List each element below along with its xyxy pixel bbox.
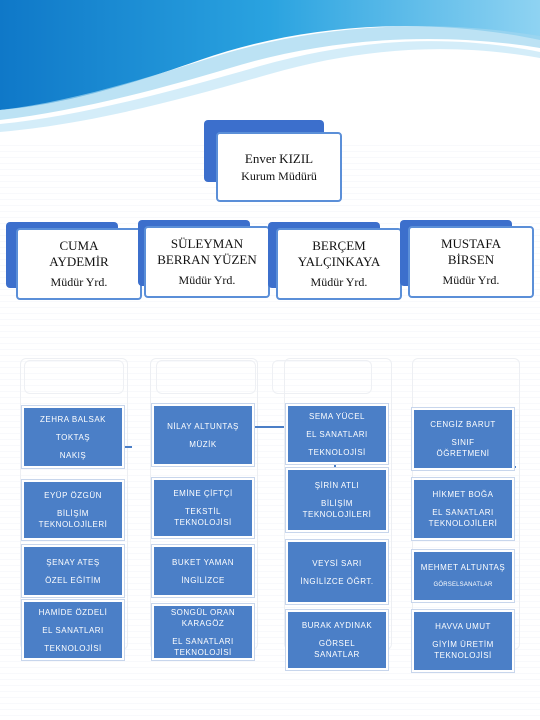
teacher-box: HAVVA UMUT GİYİM ÜRETİM TEKNOLOJİSİ [412, 610, 514, 672]
teacher-name: SONGÜL ORAN [170, 607, 236, 617]
teacher-box: ZEHRA BALSAK TOKTAŞ NAKIŞ [22, 406, 124, 468]
deputy-role: Müdür Yrd. [310, 275, 368, 289]
deputy-role: Müdür Yrd. [50, 275, 108, 289]
teacher-box: CENGİZ BARUT SINIF ÖĞRETMENİ [412, 408, 514, 470]
teacher-field: ÖĞRETMENİ [436, 449, 490, 458]
connector-line [118, 446, 132, 448]
director-role: Kurum Müdürü [241, 169, 317, 183]
teacher-field: TEKNOLOJİLERİ [38, 520, 108, 529]
teacher-field: TEKSTİL [185, 507, 221, 516]
teacher-field: TEKNOLOJİLERİ [302, 510, 372, 519]
teacher-field: TEKNOLOJİSİ [174, 647, 232, 657]
teacher-box: SEMA YÜCEL EL SANATLARI TEKNOLOJİSİ [286, 404, 388, 464]
director-name: Enver KIZIL [244, 151, 314, 166]
deputy-name: BERRAN YÜZEN [157, 252, 257, 267]
deputy-name: AYDEMİR [49, 254, 109, 269]
teacher-name: BURAK AYDINAK [301, 621, 373, 630]
teacher-name: VEYSİ SARI [312, 558, 362, 568]
deputy-box: MUSTAFA BİRSEN Müdür Yrd. [408, 226, 534, 298]
deputy-name: CUMA [59, 238, 99, 253]
teacher-box: ŞENAY ATEŞ ÖZEL EĞİTİM [22, 545, 124, 597]
teacher-field: EL SANATLARI [306, 429, 368, 439]
background-ghost-shape [24, 360, 124, 394]
teacher-field: NAKIŞ [59, 450, 87, 460]
teacher-field: TOKTAŞ [55, 432, 91, 442]
teacher-name: HAVVA UMUT [435, 622, 491, 631]
teacher-field: GÖRSEL [318, 639, 356, 648]
teacher-field: BİLİŞİM [57, 509, 89, 518]
director-box: Enver KIZIL Kurum Müdürü [216, 132, 342, 202]
teacher-field: İNGİLİZCE [181, 575, 225, 585]
teacher-field: ÖZEL EĞİTİM [45, 575, 101, 585]
teacher-box: HAMİDE ÖZDELİ EL SANATLARI TEKNOLOJİSİ [22, 600, 124, 660]
teacher-name: NİLAY ALTUNTAŞ [167, 421, 239, 431]
teacher-name: SEMA YÜCEL [309, 411, 365, 421]
teacher-name: HAMİDE ÖZDELİ [38, 607, 108, 617]
deputy-box: BERÇEM YALÇINKAYA Müdür Yrd. [276, 228, 402, 300]
teacher-box: SONGÜL ORAN KARAGÖZ EL SANATLARI TEKNOLO… [152, 604, 254, 660]
teacher-box: NİLAY ALTUNTAŞ MÜZİK [152, 404, 254, 466]
teacher-field: İNGİLİZCE ÖĞRT. [300, 576, 374, 586]
deputy-name: BİRSEN [447, 252, 495, 267]
teacher-field: TEKNOLOJİSİ [44, 643, 102, 653]
teacher-box: MEHMET ALTUNTAŞ GÖRSELSANATLAR [412, 550, 514, 602]
deputy-name: SÜLEYMAN [170, 236, 244, 251]
deputy-box: CUMA AYDEMİR Müdür Yrd. [16, 228, 142, 300]
connector-line [248, 426, 284, 428]
teacher-field: SINIF [451, 438, 475, 447]
teacher-field: EL SANATLARI [432, 508, 494, 517]
teacher-field: TEKNOLOJİLERİ [428, 519, 498, 528]
teacher-box: EYÜP ÖZGÜN BİLİŞİM TEKNOLOJİLERİ [22, 480, 124, 540]
teacher-field: TEKNOLOJİSİ [174, 518, 232, 527]
teacher-name: ZEHRA BALSAK [39, 414, 107, 424]
teacher-field: MÜZİK [189, 439, 217, 449]
teacher-field: GÖRSELSANATLAR [433, 581, 493, 588]
background-ghost-shape [272, 360, 372, 394]
teacher-name: HİKMET BOĞA [432, 490, 494, 499]
teacher-name: BUKET YAMAN [172, 557, 234, 567]
teacher-field: TEKNOLOJİSİ [308, 447, 366, 457]
teacher-box: HİKMET BOĞA EL SANATLARI TEKNOLOJİLERİ [412, 478, 514, 540]
teacher-name: EMİNE ÇİFTÇİ [173, 489, 233, 498]
teacher-box: ŞİRİN ATLI BİLİŞİM TEKNOLOJİLERİ [286, 468, 388, 532]
teacher-field: GİYİM ÜRETİM [432, 640, 494, 649]
connector-line [334, 460, 336, 468]
teacher-name: KARAGÖZ [181, 618, 225, 628]
teacher-box: BUKET YAMAN İNGİLİZCE [152, 545, 254, 597]
teacher-box: EMİNE ÇİFTÇİ TEKSTİL TEKNOLOJİSİ [152, 478, 254, 538]
header-wave-decoration [0, 0, 540, 133]
teacher-box: VEYSİ SARI İNGİLİZCE ÖĞRT. [286, 540, 388, 604]
teacher-name: MEHMET ALTUNTAŞ [420, 562, 506, 572]
teacher-name: EYÜP ÖZGÜN [44, 491, 102, 500]
teacher-field: EL SANATLARI [42, 625, 104, 635]
deputy-box: SÜLEYMAN BERRAN YÜZEN Müdür Yrd. [144, 226, 270, 298]
deputy-name: BERÇEM [312, 238, 366, 253]
teacher-field: TEKNOLOJİSİ [434, 651, 492, 660]
teacher-name: CENGİZ BARUT [430, 420, 496, 429]
deputy-role: Müdür Yrd. [442, 273, 500, 287]
deputy-name: MUSTAFA [440, 236, 502, 251]
deputy-role: Müdür Yrd. [178, 273, 236, 287]
teacher-name: ŞENAY ATEŞ [46, 557, 100, 567]
background-ghost-shape [156, 360, 256, 394]
teacher-field: BİLİŞİM [321, 499, 353, 508]
deputy-name: YALÇINKAYA [297, 254, 381, 269]
teacher-field: SANATLAR [314, 650, 360, 659]
teacher-field: EL SANATLARI [172, 636, 234, 646]
teacher-name: ŞİRİN ATLI [314, 481, 360, 490]
teacher-box: BURAK AYDINAK GÖRSEL SANATLAR [286, 610, 388, 670]
